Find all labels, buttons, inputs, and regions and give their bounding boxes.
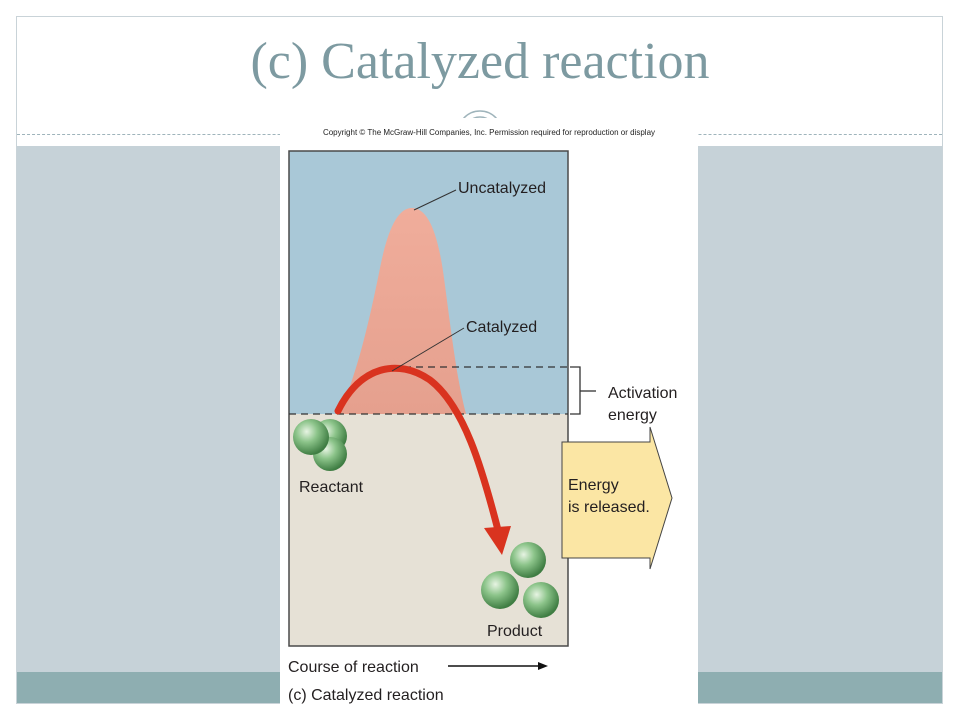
product-label: Product <box>487 623 543 640</box>
energy-label-line1: Energy <box>568 477 619 494</box>
reactant-molecules <box>293 419 347 471</box>
catalyzed-arrowhead <box>484 526 511 555</box>
figure-caption: (c) Catalyzed reaction <box>288 687 444 704</box>
activation-label-line2: energy <box>608 407 657 424</box>
reactant-label: Reactant <box>299 479 364 496</box>
energy-diagram: Uncatalyzed Catalyzed Activation energy … <box>288 150 677 704</box>
uncatalyzed-peak <box>338 208 466 414</box>
catalyzed-label: Catalyzed <box>466 319 537 336</box>
copyright-notice: Copyright © The McGraw-Hill Companies, I… <box>322 128 656 137</box>
catalyzed-leader <box>391 327 465 372</box>
product-molecules <box>481 542 559 618</box>
uncatalyzed-leader <box>413 189 457 211</box>
x-axis-label: Course of reaction <box>288 659 419 676</box>
figure-panel: Copyright © The McGraw-Hill Companies, I… <box>280 118 698 708</box>
catalyzed-arrow <box>334 364 502 534</box>
uncatalyzed-label: Uncatalyzed <box>458 180 546 197</box>
energy-released-arrow <box>561 426 673 570</box>
diagram-border <box>288 150 569 647</box>
activation-bracket <box>570 366 581 415</box>
slide-title: (c) Catalyzed reaction <box>250 33 710 90</box>
energy-label-line2: is released. <box>568 499 650 516</box>
activation-label-line1: Activation <box>608 385 677 402</box>
x-axis-arrowhead <box>538 662 548 670</box>
